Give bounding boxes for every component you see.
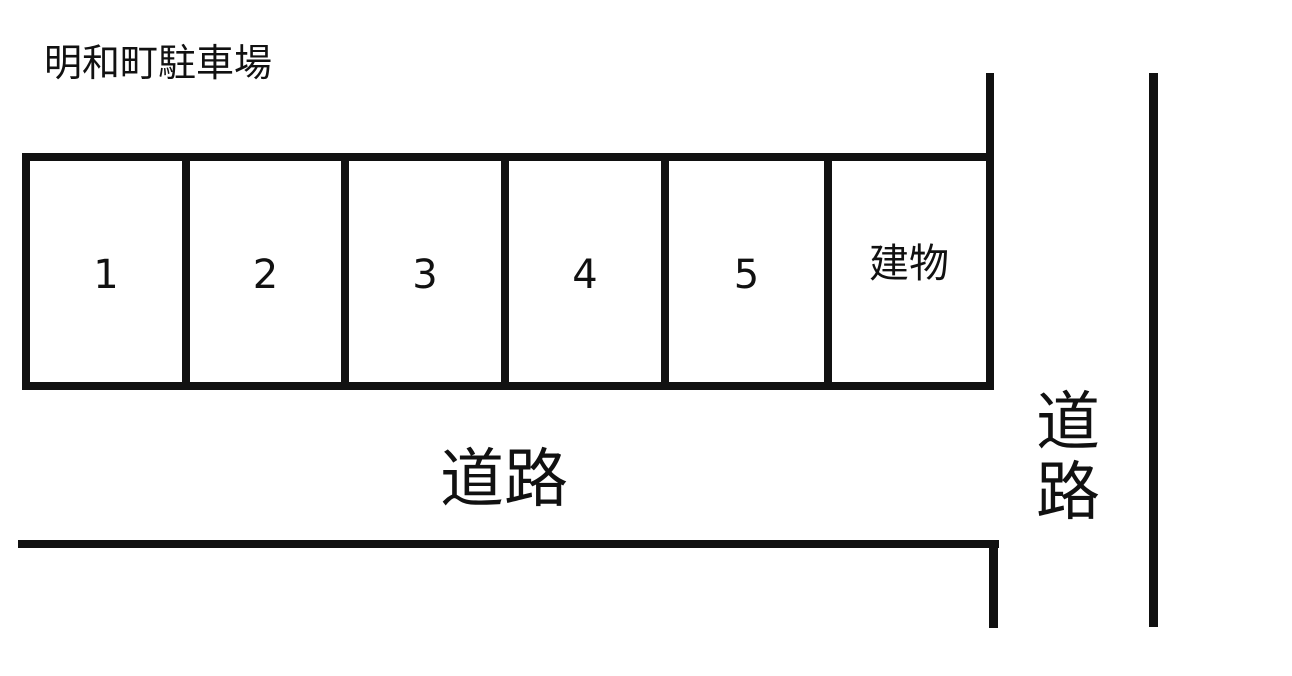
map-title: 明和町駐車場: [44, 41, 273, 85]
stall-number: 4: [572, 251, 598, 298]
stall-number: 5: [733, 251, 760, 298]
building-block: 建物: [832, 161, 986, 382]
stall-number: 3: [412, 251, 438, 298]
road-edge-far-right: [1149, 73, 1158, 627]
road-label-horizontal: 道路: [440, 443, 568, 517]
stall-number: 1: [93, 251, 119, 298]
parking-stall-2: 2: [190, 161, 349, 382]
parking-stall-5: 5: [669, 161, 832, 382]
road-edge-vertical-lower: [989, 540, 998, 628]
parking-lot: 1 2 3 4 5 建物: [22, 153, 994, 390]
road-edge-horizontal: [18, 540, 999, 548]
stall-number: 2: [252, 251, 279, 298]
parking-stall-1: 1: [30, 161, 190, 382]
parking-stall-4: 4: [509, 161, 669, 382]
road-edge-vertical-upper: [986, 73, 994, 163]
parking-stall-3: 3: [349, 161, 509, 382]
building-label: 建物: [869, 240, 949, 287]
road-label-vertical: 道路: [1036, 386, 1100, 530]
